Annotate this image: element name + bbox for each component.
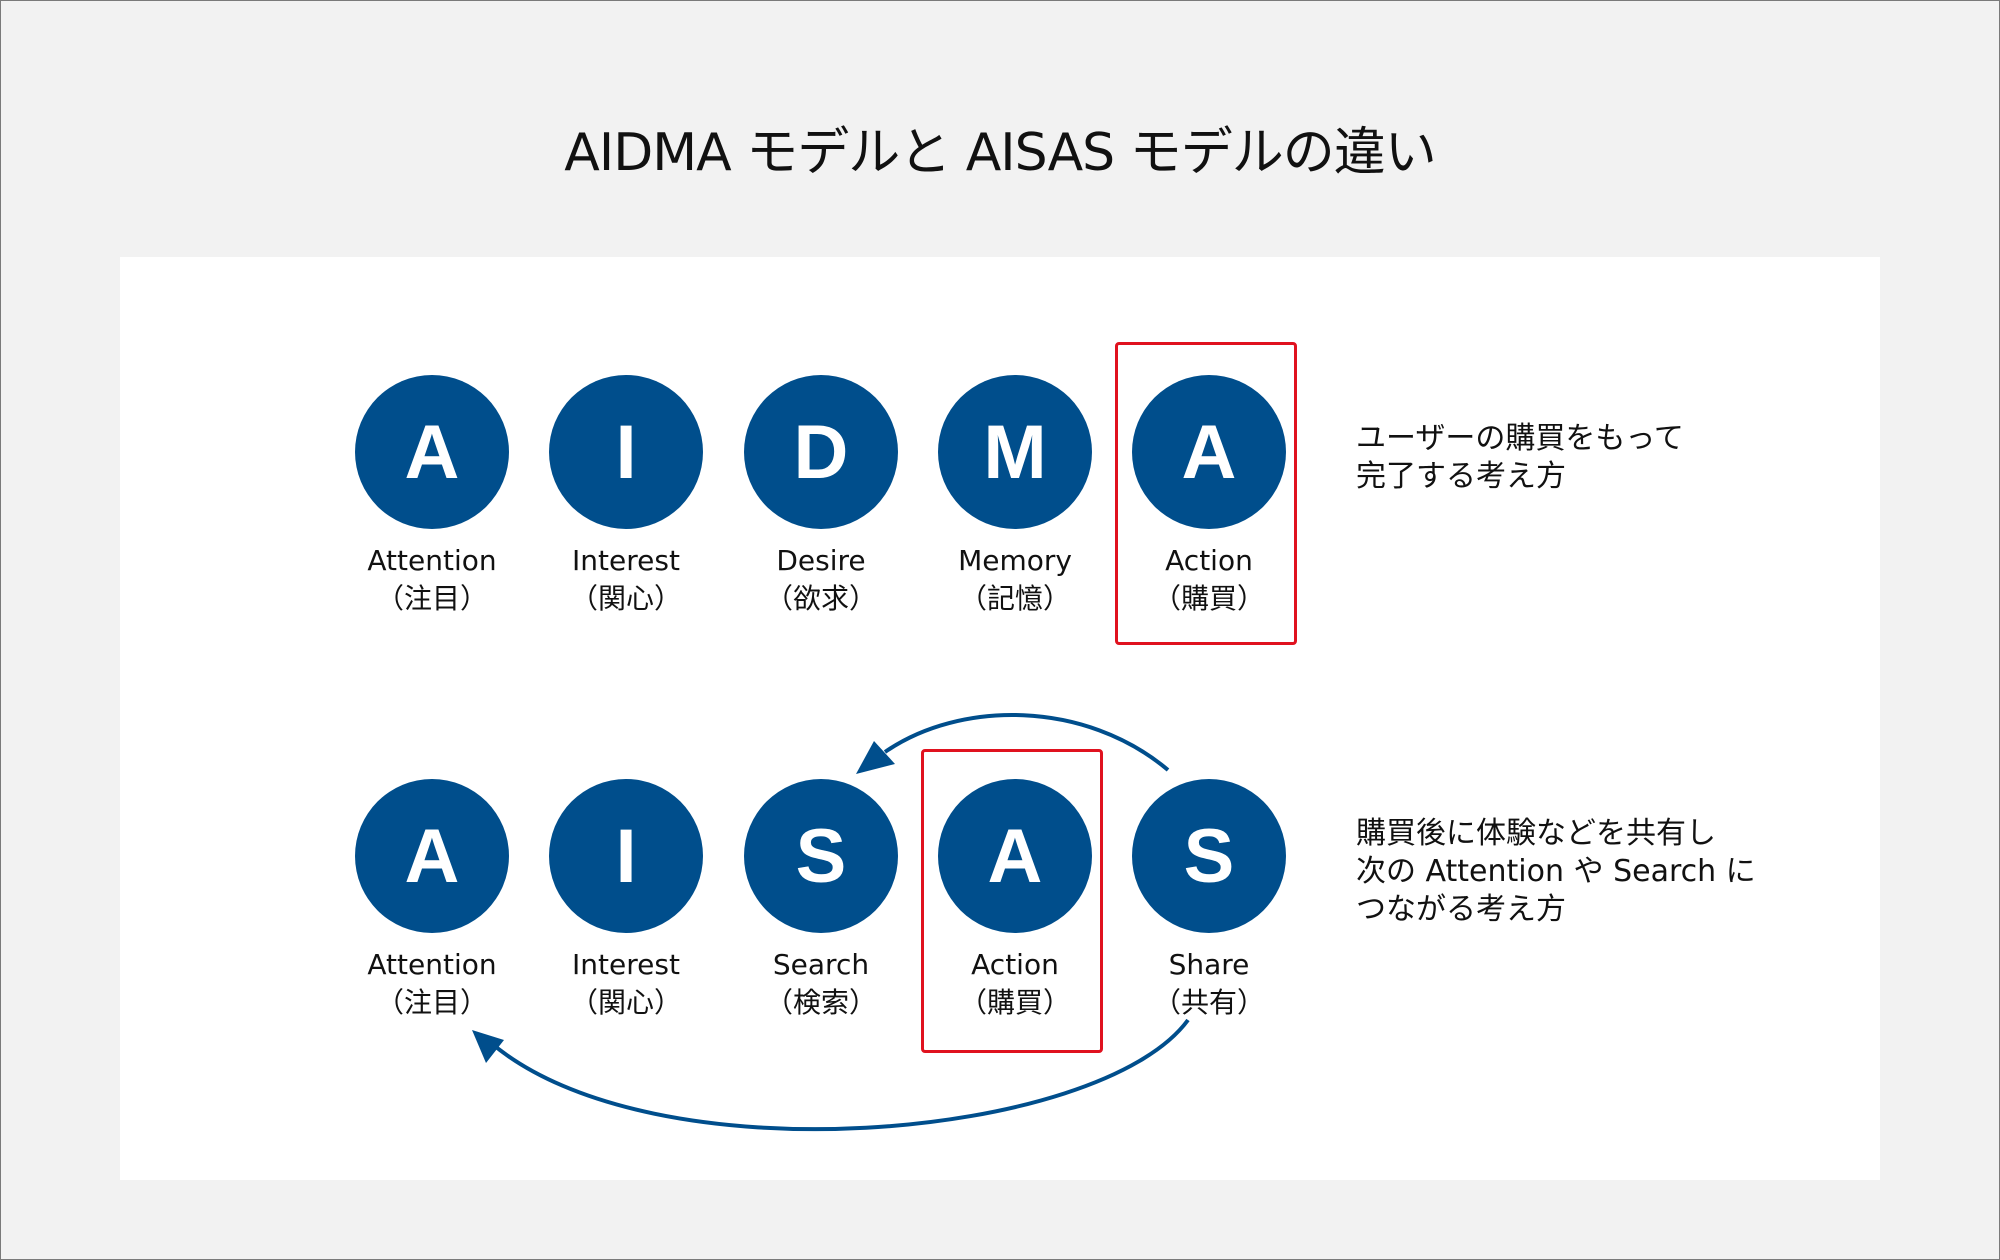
aisas-letter-circle: A [938, 779, 1092, 933]
aisas-step-jp: （購買） [958, 986, 1071, 1019]
aidma-step-jp: （注目） [375, 582, 488, 615]
aidma-letter-circle: I [549, 375, 703, 529]
aidma-step-jp: （関心） [569, 582, 682, 615]
aidma-step-jp: （購買） [1152, 582, 1265, 615]
aidma-step-en: Interest [572, 544, 680, 577]
aidma-step-action: A Action （購買） [1124, 375, 1294, 619]
aisas-letter-circle: A [355, 779, 509, 933]
aidma-letter-circle: A [355, 375, 509, 529]
share-to-attention-arrow [488, 1018, 1190, 1132]
aidma-description-line: ユーザーの購買をもって [1356, 421, 1684, 456]
aisas-step-jp: （共有） [1152, 986, 1265, 1019]
aidma-step-en: Attention [367, 544, 497, 577]
aidma-description-line: 完了する考え方 [1356, 459, 1566, 494]
aisas-description-line: 次の Attention や Search に [1356, 854, 1756, 889]
aidma-letter-circle: M [938, 375, 1092, 529]
aisas-step-jp: （検索） [764, 986, 877, 1019]
aisas-description-line: 購買後に体験などを共有し [1356, 816, 1716, 851]
share-to-search-arrowhead [856, 741, 895, 774]
aidma-step-en: Desire [776, 544, 866, 577]
aisas-action-highlight [921, 749, 1103, 1053]
aisas-step-en: Search [772, 948, 870, 981]
aisas-step-search: S Search （検索） [736, 779, 906, 1023]
aisas-letter-circle: I [549, 779, 703, 933]
aidma-letter-circle: D [744, 375, 898, 529]
aidma-action-highlight [1115, 342, 1297, 645]
aidma-step-memory: M Memory （記憶） [930, 375, 1100, 619]
aisas-step-jp: （注目） [375, 986, 488, 1019]
aisas-description: 購買後に体験などを共有し 次の Attention や Search に つなが… [1356, 815, 1756, 929]
aisas-step-en: Attention [367, 948, 497, 981]
aisas-step-attention: A Attention （注目） [347, 779, 517, 1023]
aidma-step-desire: D Desire （欲求） [736, 375, 906, 619]
aidma-step-jp: （記憶） [958, 582, 1071, 615]
share-to-attention-arrowhead [472, 1030, 504, 1063]
aisas-letter-circle: S [1132, 779, 1286, 933]
aisas-description-line: つながる考え方 [1356, 892, 1566, 927]
aisas-step-en: Share [1168, 948, 1250, 981]
aisas-step-en: Action [971, 948, 1059, 981]
aidma-step-en: Memory [958, 544, 1072, 577]
aidma-letter-circle: A [1132, 375, 1286, 529]
aisas-step-interest: I Interest （関心） [541, 779, 711, 1023]
aisas-step-en: Interest [572, 948, 680, 981]
aidma-step-jp: （欲求） [764, 582, 877, 615]
aisas-step-share: S Share （共有） [1124, 779, 1294, 1023]
aisas-letter-circle: S [744, 779, 898, 933]
aisas-step-action: A Action （購買） [930, 779, 1100, 1023]
aidma-description: ユーザーの購買をもって 完了する考え方 [1356, 420, 1684, 496]
aisas-step-jp: （関心） [569, 986, 682, 1019]
aidma-step-en: Action [1165, 544, 1253, 577]
page-title: AIDMA モデルと AISAS モデルの違い [564, 123, 1436, 183]
aidma-step-attention: A Attention （注目） [347, 375, 517, 619]
aidma-step-interest: I Interest （関心） [541, 375, 711, 619]
share-to-search-arrow [883, 713, 1170, 772]
